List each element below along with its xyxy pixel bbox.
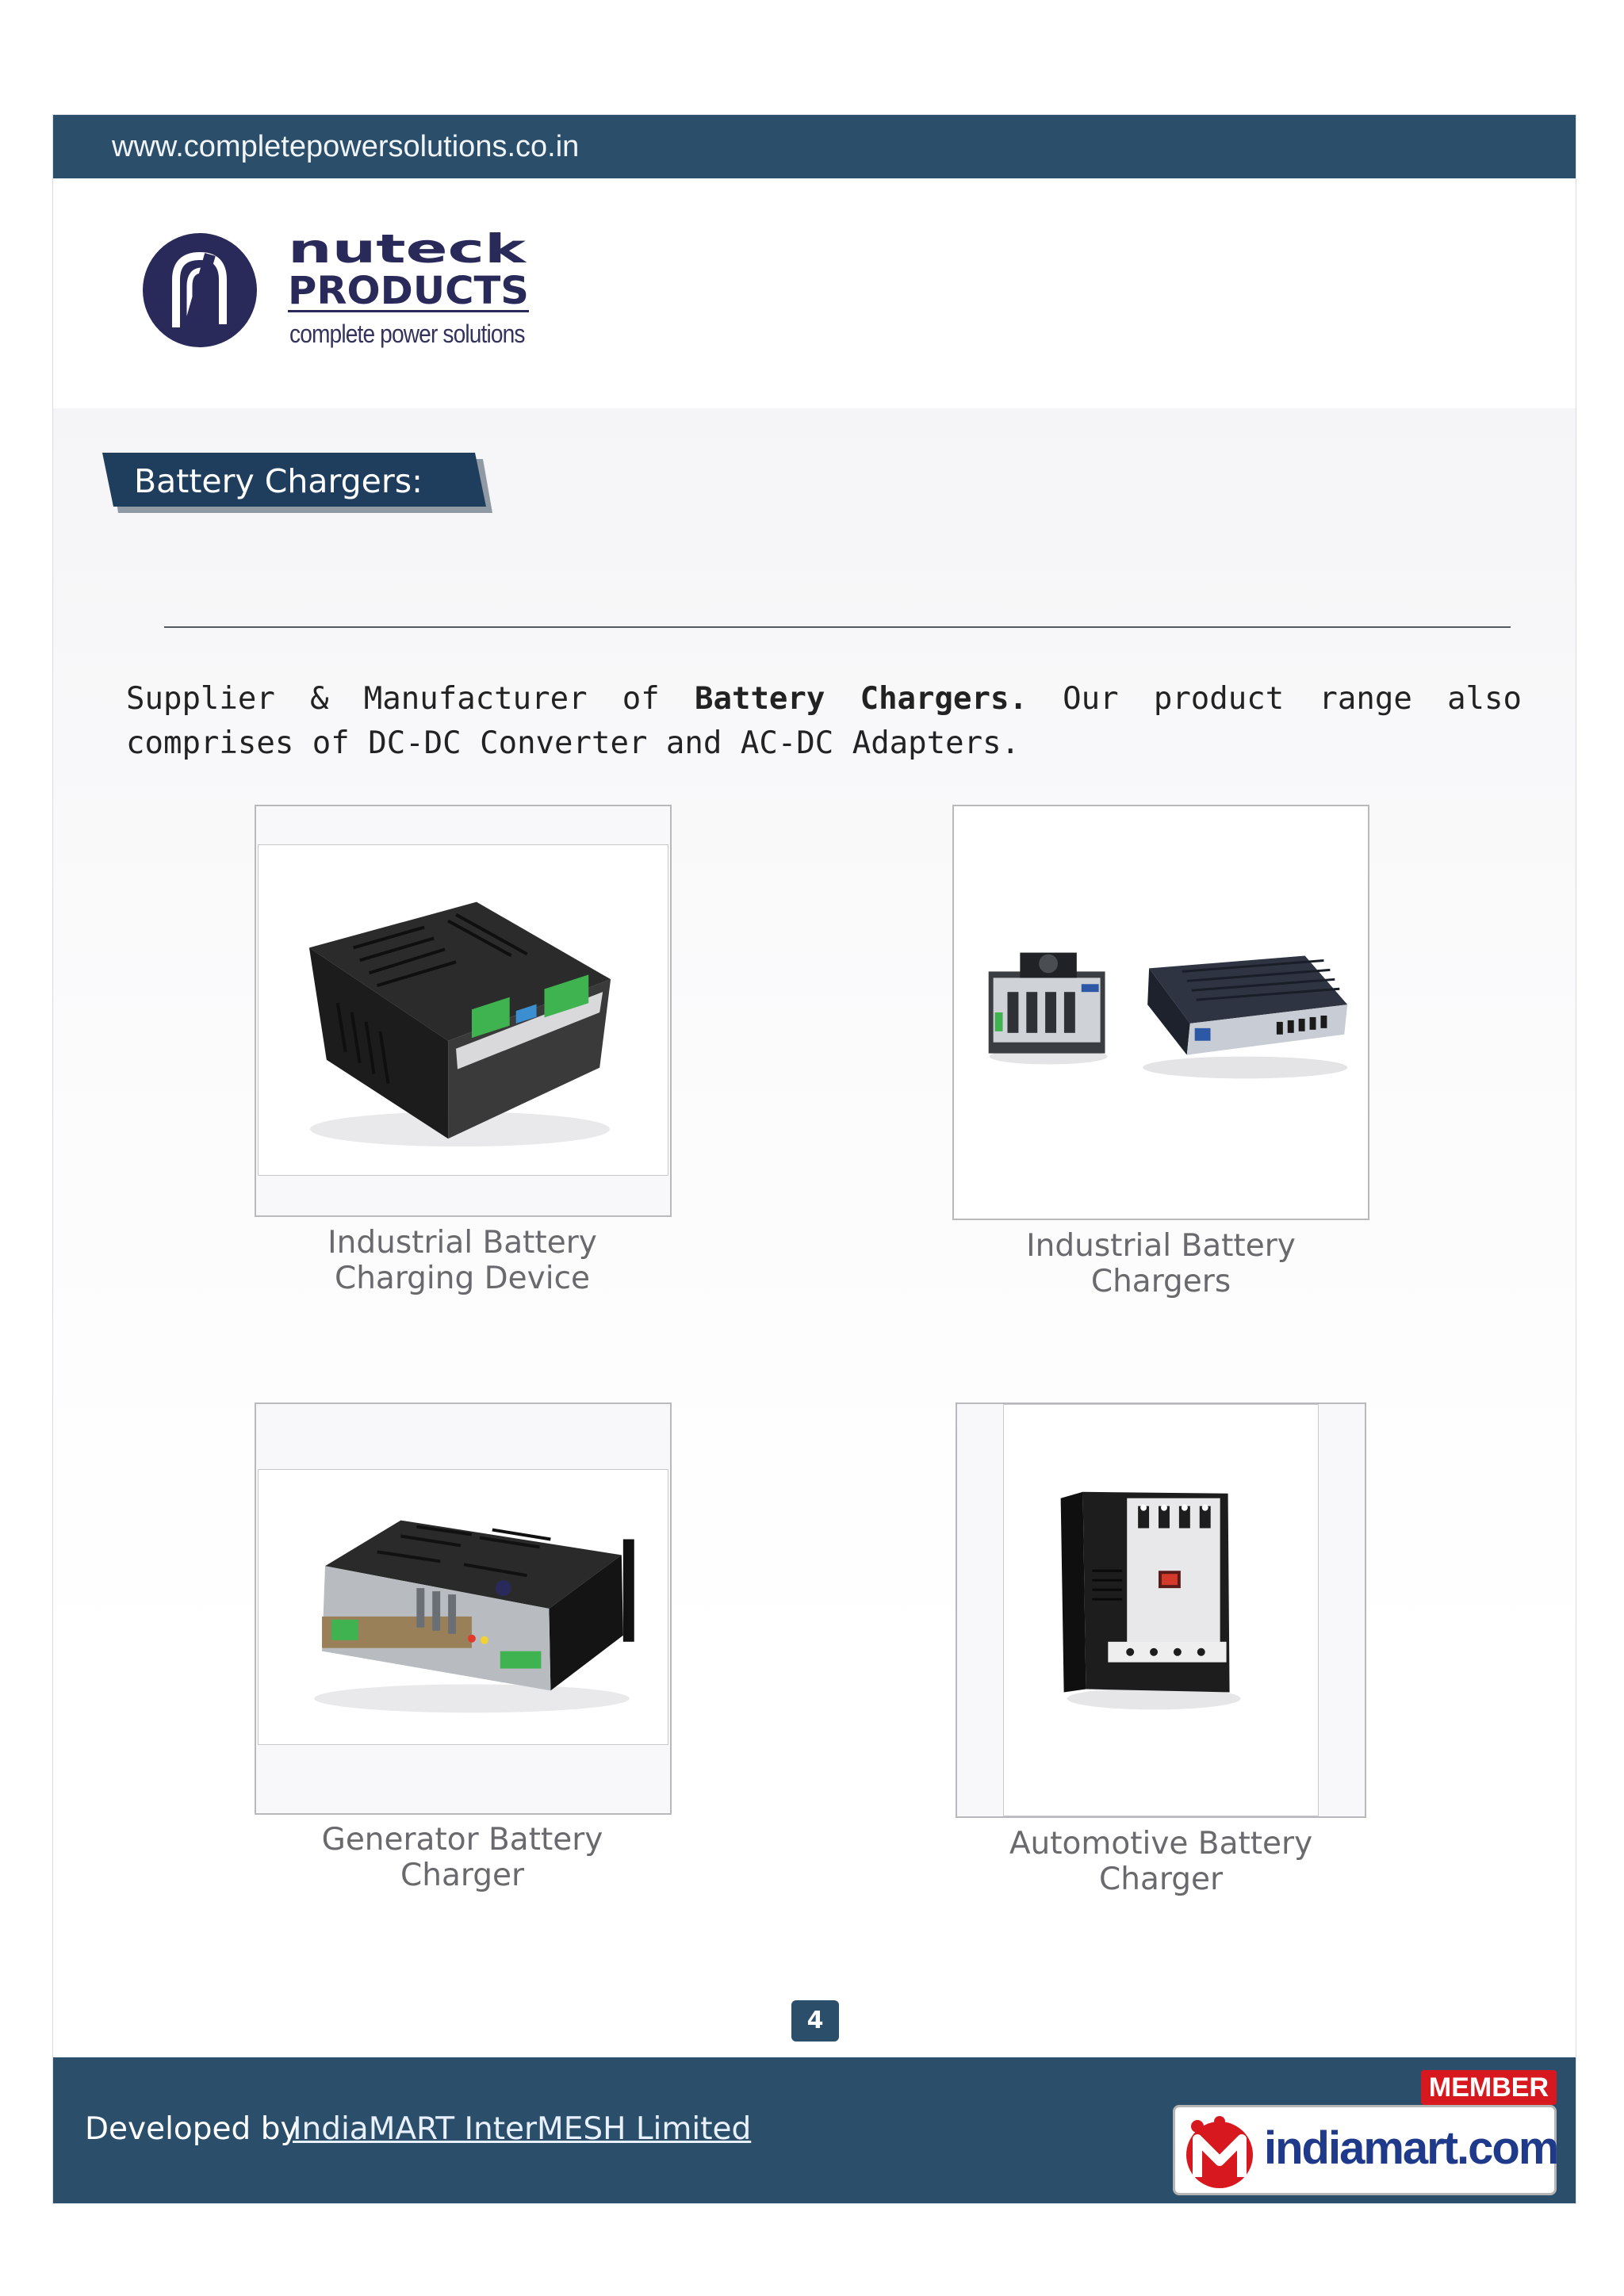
intro-prefix: Supplier & Manufacturer of xyxy=(126,681,695,717)
caption-line: Charging Device xyxy=(334,1261,591,1296)
product-caption: Industrial Battery Chargers xyxy=(939,1228,1383,1299)
product-caption: Generator Battery Charger xyxy=(240,1822,684,1893)
section-heading: Battery Chargers: xyxy=(134,462,423,500)
brand-line-2: PRODUCTS xyxy=(288,269,529,313)
content-area: Battery Chargers: Supplier & Manufacture… xyxy=(53,408,1576,2085)
product-caption: Automotive Battery Charger xyxy=(939,1826,1383,1897)
logo-tagline: complete power solutions xyxy=(289,320,526,348)
page: www.completepowersolutions.co.in nuteck … xyxy=(52,114,1576,2204)
caption-line: Charger xyxy=(1099,1862,1223,1897)
intro-bold: Battery Chargers. xyxy=(695,681,1028,717)
nuteck-logo-icon xyxy=(143,233,257,347)
indiamart-link[interactable]: IndiaMART InterMESH Limited xyxy=(293,2111,752,2147)
intro-suffix: Our product range also comprises of DC-D… xyxy=(126,681,1522,761)
indiamart-member-badge[interactable]: indiamart.com MEMBER xyxy=(1173,2070,1559,2197)
footer-developed-by: Developed by xyxy=(85,2111,299,2147)
member-label: MEMBER xyxy=(1420,2070,1557,2105)
brand-line-1: nuteck xyxy=(288,226,528,272)
footer-bar: Developed by IndiaMART InterMESH Limited… xyxy=(53,2057,1576,2203)
caption-line: Industrial Battery xyxy=(1026,1228,1296,1264)
product-caption: Industrial Battery Charging Device xyxy=(240,1225,684,1296)
caption-line: Automotive Battery xyxy=(1009,1826,1313,1862)
website-url[interactable]: www.completepowersolutions.co.in xyxy=(112,130,580,163)
caption-line: Generator Battery xyxy=(321,1822,603,1858)
header-bar: www.completepowersolutions.co.in xyxy=(53,115,1576,178)
section-heading-tab xyxy=(102,453,492,513)
product-image-industrial-charging-device[interactable] xyxy=(255,805,672,1217)
caption-line: Charger xyxy=(400,1858,524,1893)
two-chargers-image xyxy=(988,952,1348,1079)
indiamart-logo: indiamart.com xyxy=(1173,2105,1559,2195)
caption-line: Industrial Battery xyxy=(327,1225,597,1261)
intro-paragraph: Supplier & Manufacturer of Battery Charg… xyxy=(126,677,1522,766)
brand-wordmark: nuteck PRODUCTS xyxy=(288,226,529,313)
charger-box-image xyxy=(308,901,611,1147)
generator-charger-image xyxy=(314,1520,634,1713)
indiamart-wordmark: indiamart.com xyxy=(1264,2122,1559,2174)
indiamart-m-icon xyxy=(1186,2116,1253,2188)
automotive-charger-image xyxy=(1060,1491,1241,1710)
product-image-generator-battery-charger[interactable] xyxy=(255,1402,672,1815)
caption-line: Chargers xyxy=(1090,1264,1231,1299)
nuteck-logo: nuteck PRODUCTS complete power solutions xyxy=(140,226,553,353)
heading-divider xyxy=(164,626,1511,628)
product-image-industrial-battery-chargers[interactable] xyxy=(952,805,1369,1220)
product-image-automotive-battery-charger[interactable] xyxy=(956,1402,1366,1818)
page-number: 4 xyxy=(791,2000,839,2042)
